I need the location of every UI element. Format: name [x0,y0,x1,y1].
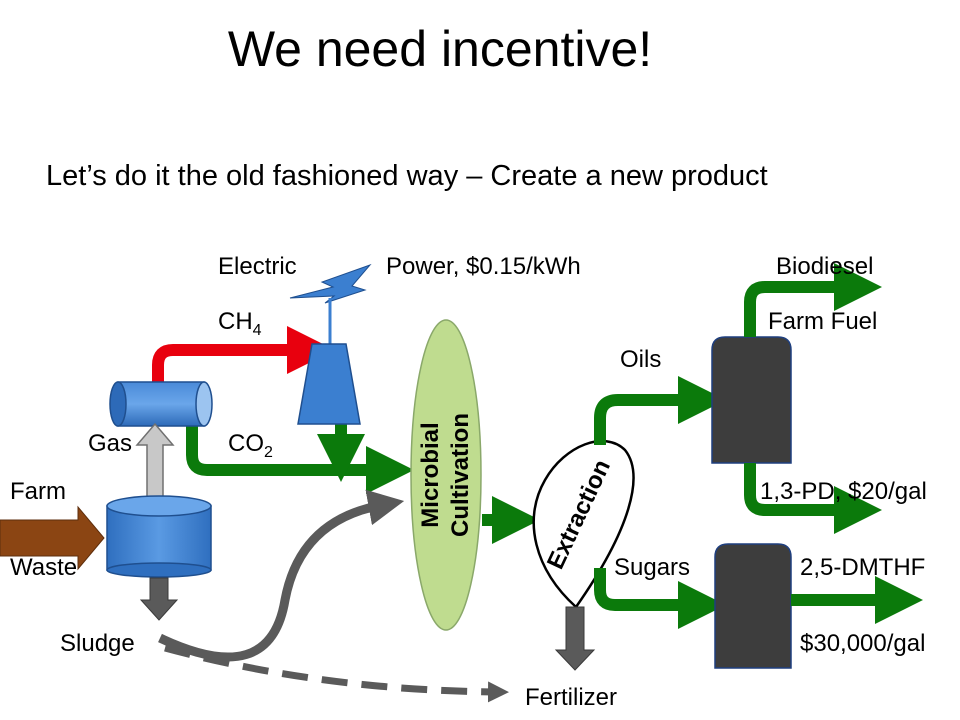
pd-label: 1,3-PD, $20/gal [760,478,927,505]
farm-waste-arrow [0,505,105,571]
cultivation-label: Microbial Cultivation [416,413,476,537]
slide-title: We need incentive! [227,21,653,77]
oils-label: Oils [620,346,662,373]
fertilizer-label: Fertilizer [525,684,618,711]
sugar-reactor [714,543,792,669]
gas-up-arrow [135,422,175,498]
sugars-label: Sugars [614,554,691,581]
dmthf-price-label: $30,000/gal [800,630,926,657]
power-label: Power, $0.15/kWh [386,253,581,280]
cultivation-line2: Cultivation [447,413,474,537]
slide-subtitle: Let’s do it the old fashioned way – Crea… [46,160,768,192]
sludge-label: Sludge [60,630,135,657]
sludge-down-arrow [139,577,179,621]
oil-reactor [711,336,792,464]
dmthf-label: 2,5-DMTHF [800,554,926,581]
biodiesel-label: Biodiesel [776,253,874,280]
extraction-shape [532,439,635,609]
co2-pipe [186,425,414,494]
cultivation-line1: Microbial [417,422,444,528]
ch4-label: CH4 [218,310,262,339]
sludge-dashed-arrow [164,644,509,703]
recycle-arrow [158,489,405,662]
oils-pipe [594,376,726,445]
co2-base: CO [228,430,264,457]
co2-sub: 2 [264,443,273,461]
ch4-base: CH [218,308,253,335]
co2-label: CO2 [228,432,273,461]
farm-label: Farm [10,478,66,505]
electric-label: Electric [218,253,297,280]
gas-label: Gas [88,430,133,457]
fertilizer-down-arrow [554,606,596,671]
sugars-pipe [594,568,726,629]
ch4-pipe [152,326,335,383]
lightning-icon [289,263,372,304]
turbine-shape [297,343,361,425]
ch4-sub: 4 [252,321,262,339]
pd-arrow [744,463,882,534]
gas-cylinder [117,381,205,427]
biodiesel-arrow [744,263,882,337]
microbial-cultivation-oval [410,319,482,631]
waste-label: Waste [10,554,78,581]
farm-fuel-label: Farm Fuel [768,308,878,335]
